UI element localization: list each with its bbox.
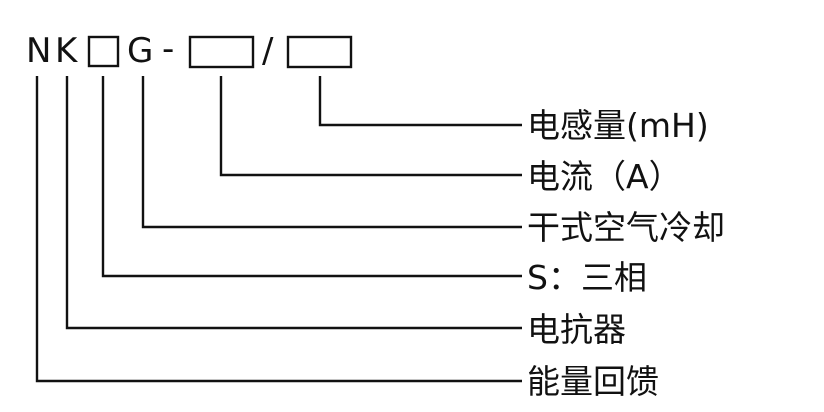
leader-reactor: [65, 76, 522, 330]
label-phase: S：三相: [527, 258, 647, 297]
leader-lines: [35, 76, 522, 383]
code-box-inductance: [286, 35, 353, 69]
code-slash: /: [262, 31, 274, 71]
code-box-current: [188, 35, 255, 69]
leader-current: [219, 76, 522, 177]
leader-cooling: [141, 76, 522, 229]
label-cooling: 干式空气冷却: [527, 208, 725, 247]
code-letter-g: G: [127, 31, 153, 71]
code-letter-k: K: [55, 31, 79, 71]
label-reactor: 电抗器: [527, 310, 626, 349]
label-inductance: 电感量(mH): [527, 106, 709, 145]
code-box-phase: [87, 35, 120, 68]
code-dash: -: [162, 29, 174, 69]
label-regeneration: 能量回馈: [527, 362, 659, 401]
code-letter-n: N: [26, 31, 51, 71]
model-code: N K G - /: [26, 29, 353, 71]
labels: 电感量(mH) 电流（A） 干式空气冷却 S：三相 电抗器 能量回馈: [527, 106, 725, 401]
leader-inductance: [318, 76, 522, 127]
leader-phase: [101, 76, 522, 278]
leader-regeneration: [35, 76, 522, 383]
label-current: 电流（A）: [527, 157, 682, 196]
